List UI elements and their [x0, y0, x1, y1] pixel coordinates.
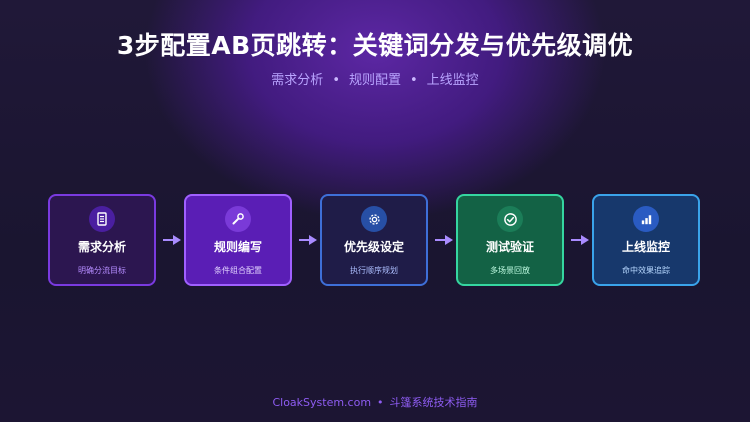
bar-chart-icon	[633, 206, 659, 232]
step-card-requirements: 需求分析 明确分流目标	[48, 194, 156, 286]
footer-site: CloakSystem.com	[272, 396, 372, 409]
arrow-right-icon	[163, 235, 181, 245]
step-name: 优先级设定	[343, 240, 404, 254]
subtitle-item: 上线监控	[426, 73, 479, 88]
subtitle-separator: •	[410, 73, 418, 88]
footer-text: 斗篷系统技术指南	[389, 396, 478, 409]
check-circle-icon	[497, 206, 523, 232]
step-desc: 条件组合配置	[214, 266, 262, 275]
footer-separator: •	[377, 396, 384, 409]
footer: CloakSystem.com • 斗篷系统技术指南	[0, 394, 750, 410]
step-desc: 明确分流目标	[78, 266, 126, 275]
step-name: 需求分析	[77, 240, 126, 254]
step-card-testing: 测试验证 多场景回放	[456, 194, 564, 286]
step-desc: 多场景回放	[490, 266, 530, 275]
step-name: 规则编写	[213, 240, 262, 254]
subtitle-separator: •	[332, 73, 340, 88]
gear-icon	[361, 206, 387, 232]
step-card-monitoring: 上线监控 命中效果追踪	[592, 194, 700, 286]
step-card-rules: 规则编写 条件组合配置	[184, 194, 292, 286]
step-desc: 执行顺序规划	[350, 266, 398, 275]
wrench-icon	[225, 206, 251, 232]
arrow-right-icon	[435, 235, 453, 245]
step-name: 测试验证	[485, 240, 534, 254]
document-list-icon	[89, 206, 115, 232]
subtitle-item: 需求分析	[271, 73, 324, 88]
subtitle-item: 规则配置	[348, 73, 401, 88]
step-name: 上线监控	[621, 240, 670, 254]
page-title: 3步配置AB页跳转：关键词分发与优先级调优	[116, 31, 634, 60]
arrow-right-icon	[299, 235, 317, 245]
step-card-priority: 优先级设定 执行顺序规划	[320, 194, 428, 286]
arrow-right-icon	[571, 235, 589, 245]
subtitle: 需求分析 • 规则配置 • 上线监控	[0, 69, 750, 88]
step-desc: 命中效果追踪	[622, 266, 670, 275]
